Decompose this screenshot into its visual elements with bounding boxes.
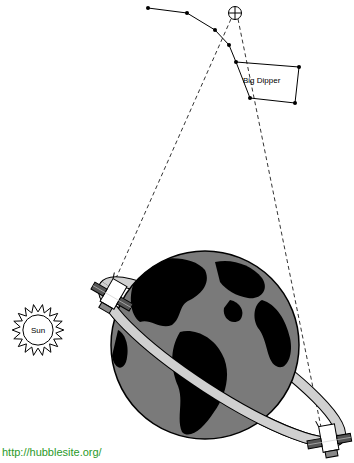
sun-node: Sun — [10, 302, 66, 358]
big-dipper-constellation — [148, 8, 299, 103]
sun-label: Sun — [10, 326, 66, 335]
target-symbol — [229, 7, 242, 20]
source-url: http://hubblesite.org/ — [2, 446, 102, 458]
hubble-telescope — [85, 266, 142, 321]
orbit-ring-front — [88, 261, 354, 463]
earth-globe — [111, 251, 299, 439]
constellation-label: Big Dipper — [243, 76, 280, 85]
star-dots — [146, 6, 301, 105]
hubble-telescope — [304, 416, 354, 461]
